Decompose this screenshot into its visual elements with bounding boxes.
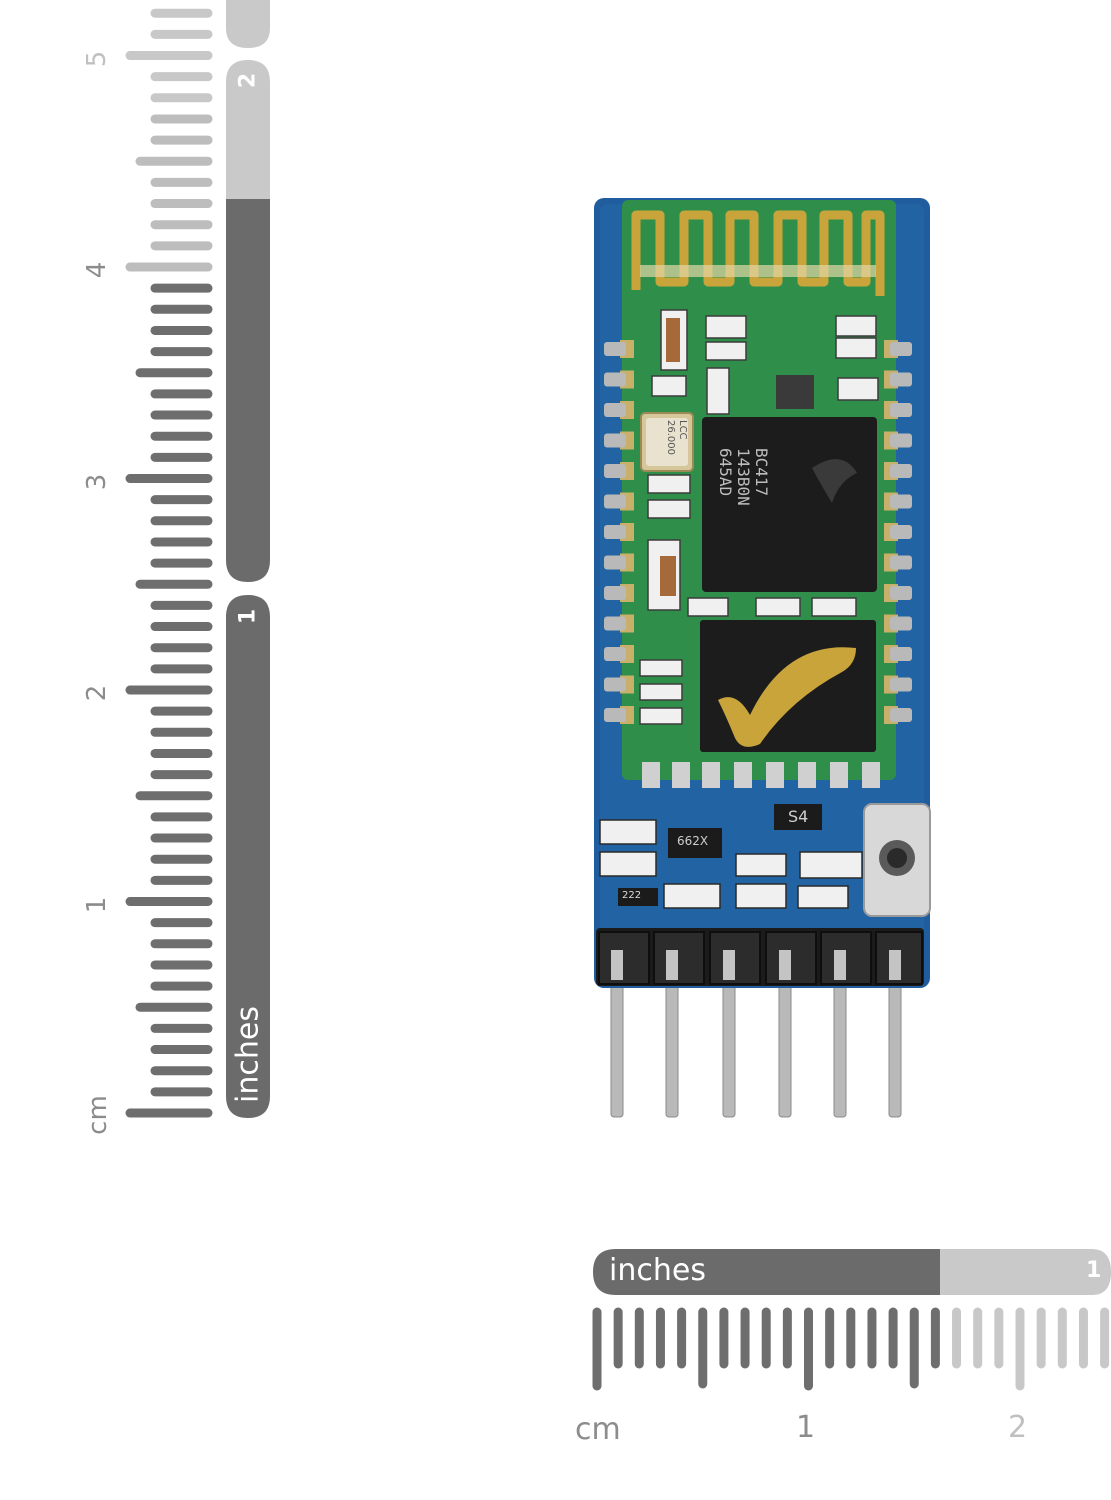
- v-ruler-cm-5: 5: [82, 50, 112, 68]
- chip-text-1: BC417: [752, 448, 771, 497]
- v-ruler-inch-2: 2: [235, 72, 261, 89]
- ic-marking: S4: [788, 807, 809, 826]
- v-ruler-cm-unit: cm: [83, 1095, 113, 1135]
- solder-joint: [604, 708, 626, 722]
- solder-joint: [604, 464, 626, 478]
- horizontal-ruler: [592, 1249, 1111, 1391]
- chip-text-3: 645AD: [716, 448, 735, 497]
- crystal-text-2: 26.000: [665, 420, 676, 455]
- solder-joint: [604, 342, 626, 356]
- solder-joint: [604, 586, 626, 600]
- solder-joint: [890, 708, 912, 722]
- solder-joint: [604, 433, 626, 448]
- solder-joint: [604, 677, 626, 692]
- solder-joint: [890, 677, 912, 692]
- solder-joint: [604, 372, 626, 387]
- chip-text-2: 143B0N: [734, 448, 753, 506]
- h-ruler-inch-1: 1: [1086, 1258, 1102, 1283]
- crystal-text-1: LCC: [677, 420, 688, 440]
- bluetooth-module: [594, 198, 931, 1118]
- v-ruler-cm-3: 3: [82, 473, 112, 491]
- v-ruler-cm-2: 2: [82, 684, 112, 702]
- crystal-marking: LCC 26.000: [664, 420, 688, 455]
- vertical-ruler: [125, 0, 270, 1118]
- v-ruler-inch-1: 1: [235, 608, 261, 625]
- solder-joint: [890, 616, 912, 631]
- solder-joint: [604, 494, 626, 509]
- h-ruler-cm-2: 2: [1008, 1410, 1028, 1445]
- solder-joint: [890, 464, 912, 478]
- v-ruler-cm-1: 1: [82, 896, 112, 914]
- chip-marking: BC417 143B0N 645AD: [716, 448, 771, 506]
- solder-joint: [890, 525, 912, 539]
- solder-joint: [604, 555, 626, 570]
- h-ruler-inches-unit: inches: [609, 1253, 706, 1288]
- regulator-marking: 662X: [677, 834, 709, 848]
- h-ruler-cm-unit: cm: [575, 1412, 621, 1447]
- solder-joint: [604, 403, 626, 417]
- resistor-marking: 222: [622, 890, 642, 901]
- solder-joint: [890, 403, 912, 417]
- h-ruler-cm-1: 1: [796, 1410, 816, 1445]
- v-ruler-cm-4: 4: [82, 261, 112, 279]
- solder-joint: [604, 647, 626, 661]
- solder-joint: [890, 372, 912, 387]
- solder-joint: [604, 525, 626, 539]
- solder-joint: [890, 433, 912, 448]
- solder-joint: [890, 555, 912, 570]
- solder-joint: [890, 647, 912, 661]
- solder-joint: [890, 586, 912, 600]
- solder-joint: [604, 616, 626, 631]
- v-ruler-inches-unit: inches: [230, 1006, 266, 1103]
- solder-joint: [890, 494, 912, 509]
- solder-joint: [890, 342, 912, 356]
